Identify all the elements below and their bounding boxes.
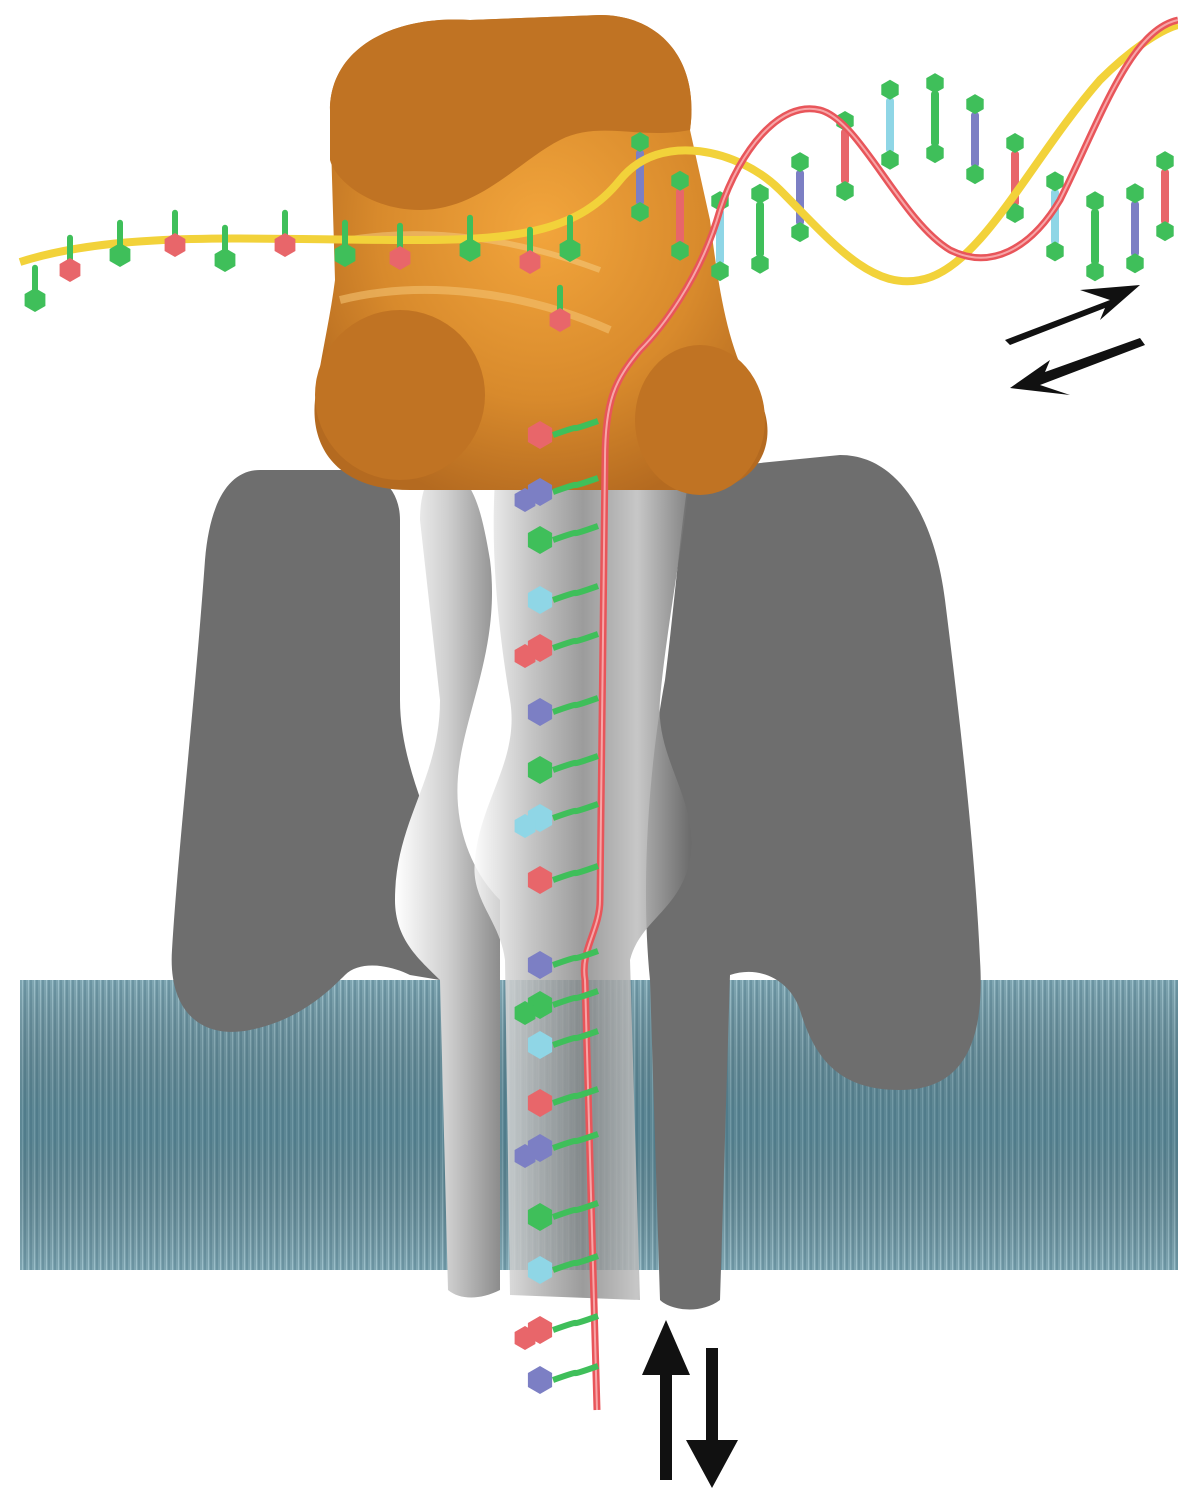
base-pair-rung — [1131, 201, 1139, 256]
backbone-sugar — [926, 73, 943, 93]
backbone-sugar — [1006, 133, 1023, 153]
base-pair-rung — [931, 91, 939, 146]
enzyme-right-lobe — [635, 345, 765, 495]
backbone-sugar — [926, 143, 943, 163]
base-pair-rung — [886, 98, 894, 153]
nucleotide-base — [215, 248, 236, 272]
backbone-sugar — [1156, 151, 1173, 171]
pore-left-lobe — [172, 470, 440, 1032]
nucleotide-base — [528, 1366, 552, 1394]
nucleotide-base — [25, 288, 46, 312]
equilibrium-arrows-icon — [1005, 285, 1145, 395]
base-pair-rung — [971, 112, 979, 167]
backbone-sugar — [1086, 261, 1103, 281]
base-pair-rung — [1091, 209, 1099, 264]
backbone-sugar — [1046, 171, 1063, 191]
backbone-sugar — [1046, 241, 1063, 261]
backbone-sugar — [1086, 191, 1103, 211]
base-pair-rung — [1161, 169, 1169, 224]
phosphate-linker — [553, 1366, 598, 1380]
backbone-sugar — [881, 150, 898, 170]
backbone-sugar — [791, 222, 808, 242]
base-pair-rung — [676, 189, 684, 244]
backbone-sugar — [881, 80, 898, 100]
enzyme-left-lobe — [315, 310, 485, 480]
backbone-sugar — [966, 164, 983, 184]
backbone-sugar — [1126, 253, 1143, 273]
backbone-sugar — [966, 94, 983, 114]
backbone-sugar — [751, 184, 768, 204]
backbone-sugar — [836, 181, 853, 201]
backbone-sugar — [751, 254, 768, 274]
backbone-sugar — [1156, 221, 1173, 241]
nucleotide-base — [60, 258, 81, 282]
vertical-bidirectional-arrows-icon — [642, 1320, 738, 1488]
base-pair-rung — [841, 129, 849, 184]
backbone-sugar — [1126, 183, 1143, 203]
base-pair-rung — [756, 202, 764, 257]
backbone-sugar — [791, 152, 808, 172]
